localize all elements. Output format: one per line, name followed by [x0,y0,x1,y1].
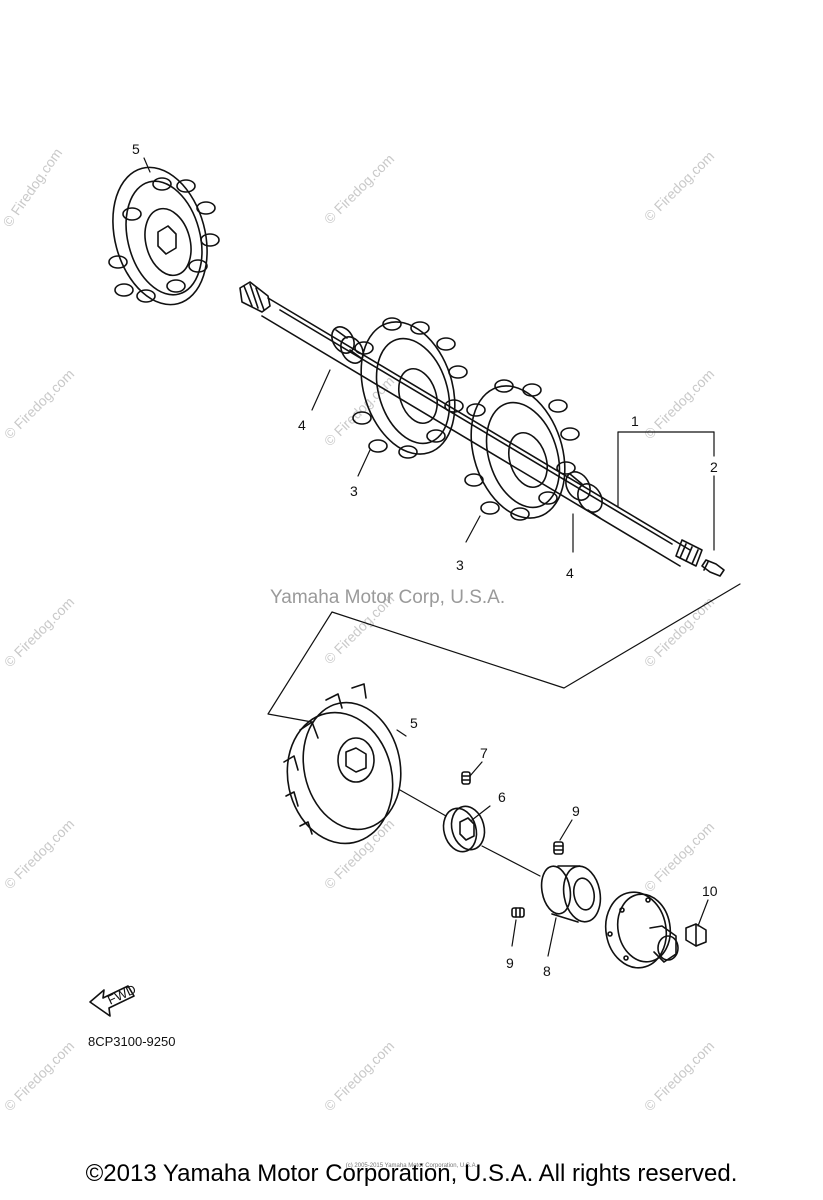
collar-part-6 [442,805,486,853]
fwd-arrow-icon [89,985,135,1017]
callout-4-left: 4 [298,417,306,433]
watermark-text: © Firedog.com [321,816,397,892]
collar-right [565,471,603,519]
watermark-text: © Firedog.com [641,1038,717,1114]
callout-4-right: 4 [566,565,574,581]
watermark-text: © Firedog.com [321,151,397,227]
callout-1: 1 [631,413,639,429]
set-screw-part-9-upper [553,841,564,855]
callout-2: 2 [710,459,718,475]
nut-part-10 [685,923,707,947]
set-screw-part-9-lower [511,907,525,918]
plug-part-2 [701,559,725,577]
watermark-text: © Firedog.com [641,594,717,670]
collar-left [331,326,364,364]
watermark-text: © Firedog.com [321,1038,397,1114]
watermark-layer: © Firedog.com © Firedog.com © Firedog.co… [0,145,717,1114]
flange-housing [604,891,679,969]
watermark-text: © Firedog.com [321,373,397,449]
sprocket-middle-right [464,379,580,521]
callout-8: 8 [543,963,551,979]
watermark-text: © Firedog.com [641,148,717,224]
watermark-text: © Firedog.com [1,594,77,670]
watermark-text: © Firedog.com [1,816,77,892]
tiny-copyright: (c) 2005-2015 Yamaha Motor Corporation, … [345,1163,478,1169]
callout-9-lower: 9 [506,955,514,971]
callout-5-bottom: 5 [410,715,418,731]
callout-9-upper: 9 [572,803,580,819]
callout-labels: 5 1 2 4 3 3 4 5 7 6 9 9 8 10 [132,141,718,979]
part-code: 8CP3100-9250 [88,1034,175,1049]
bearing-part-8 [540,865,602,923]
watermark-text: © Firedog.com [1,366,77,442]
watermark-text: © Firedog.com [1,1038,77,1114]
callout-7: 7 [480,745,488,761]
leader-lines [143,157,741,957]
callout-10: 10 [702,883,718,899]
copyright-footer: ©2013 Yamaha Motor Corporation, U.S.A. A… [85,1160,738,1187]
center-watermark: Yamaha Motor Corp, U.S.A. [270,587,505,608]
sprocket-middle-left [352,317,468,459]
callout-3-left: 3 [350,483,358,499]
watermark-text: © Firedog.com [0,145,65,230]
watermark-text: © Firedog.com [641,366,717,442]
sprocket-wheel-top [108,166,220,306]
fwd-label: FWD [105,981,138,1007]
callout-3-right: 3 [456,557,464,573]
callout-5-top: 5 [132,141,140,157]
sprocket-wheel-bottom [283,683,402,845]
callout-6: 6 [498,789,506,805]
set-screw-part-7 [461,771,471,785]
